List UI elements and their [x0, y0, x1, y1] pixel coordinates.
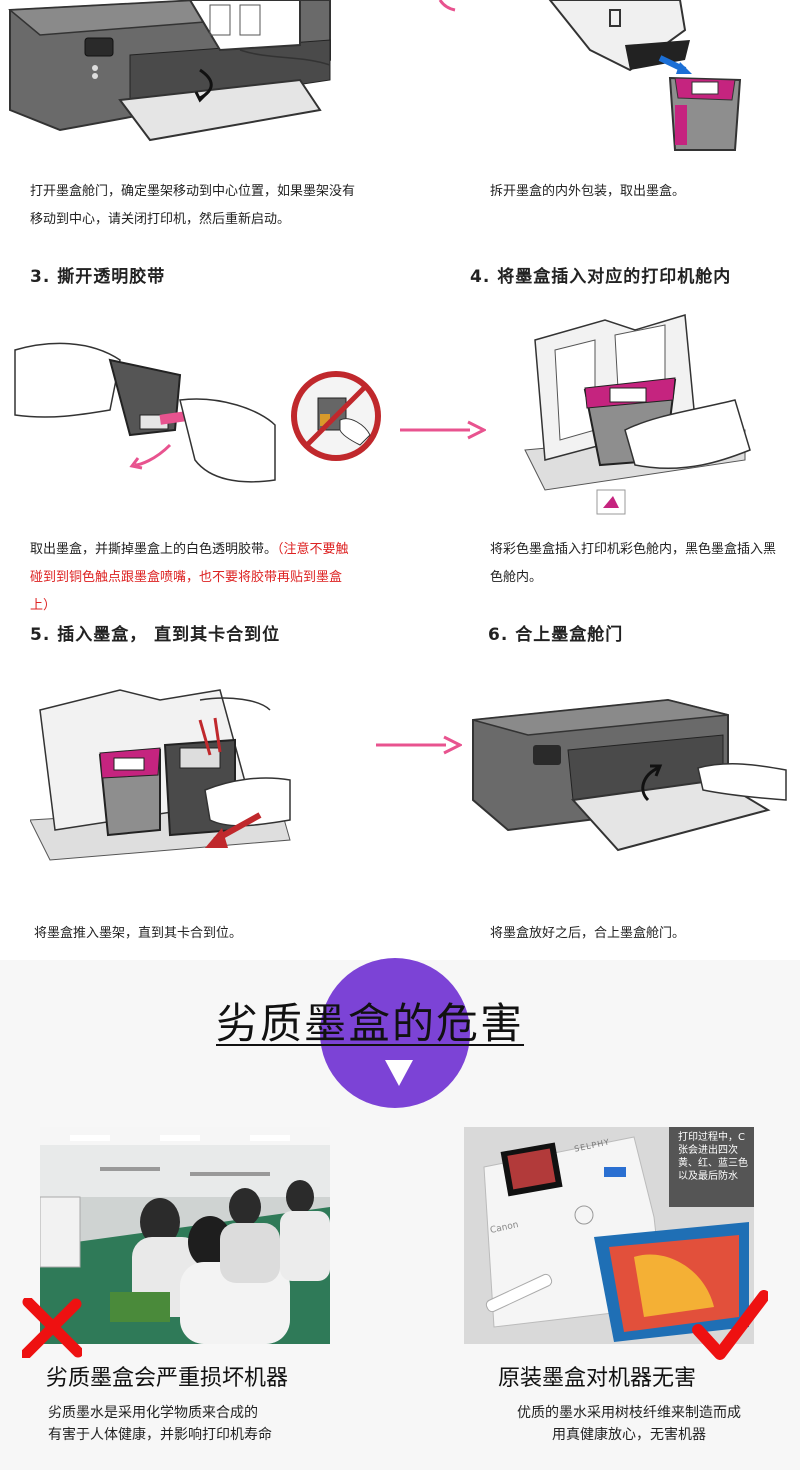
step5-illustration [30, 680, 300, 870]
step4-illustration [515, 300, 755, 520]
right-arrow-icon [376, 735, 462, 755]
bad-desc-line1: 劣质墨水是采用化学物质来合成的 [48, 1405, 258, 1421]
step5-caption: 将墨盒推入墨架，直到其卡合到位。 [34, 926, 243, 941]
bad-desc-line2: 有害于人体健康，并影响打印机寿命 [48, 1427, 272, 1443]
bad-description: 劣质墨水是采用化学物质来合成的 有害于人体健康，并影响打印机寿命 [48, 1402, 348, 1446]
good-description: 优质的墨水采用树枝纤维来制造而成 用真健康放心，无害机器 [474, 1402, 784, 1446]
comparison-title: 劣质墨盒的危害 [216, 999, 525, 1048]
good-cartridge-photo: 打印过程中，C 张会进出四次 黄、红、蓝三色 以及最后防水 Canon SELP… [464, 1127, 754, 1344]
step3-caption: 取出墨盒，并撕掉墨盒上的白色透明胶带。（注意不要触碰到到铜色触点跟墨盒喷嘴，也不… [30, 536, 360, 620]
step3-caption-main: 取出墨盒，并撕掉墨盒上的白色透明胶带。 [30, 542, 278, 557]
good-desc-line2: 用真健康放心，无害机器 [552, 1427, 706, 1443]
step6-illustration [468, 690, 788, 860]
purple-circle [320, 958, 470, 1108]
step2-caption: 拆开墨盒的内外包装，取出墨盒。 [490, 184, 686, 199]
red-x-icon [22, 1298, 82, 1358]
step5-title: 5. 插入墨盒， 直到其卡合到位 [30, 625, 281, 645]
step1-illustration [0, 0, 360, 170]
step1-caption: 打开墨盒舱门，确定墨架移动到中心位置，如果墨架没有移动到中心，请关闭打印机，然后… [30, 184, 356, 227]
red-check-icon [692, 1290, 768, 1364]
step4-caption: 将彩色墨盒插入打印机彩色舱内，黑色墨盒插入黑色舱内。 [490, 542, 777, 585]
good-desc-line1: 优质的墨水采用树枝纤维来制造而成 [517, 1405, 741, 1421]
step6-title: 6. 合上墨盒舱门 [488, 625, 624, 645]
step4-title: 4. 将墨盒插入对应的打印机舱内 [470, 267, 732, 287]
bad-cartridge-photo [40, 1127, 330, 1344]
photo-overlay-text: 打印过程中，C 张会进出四次 黄、红、蓝三色 以及最后防水 [678, 1132, 748, 1182]
bad-heading: 劣质墨盒会严重损坏机器 [46, 1366, 289, 1391]
good-heading: 原装墨盒对机器无害 [498, 1366, 697, 1391]
step3-illustration [10, 320, 280, 500]
prohibited-sign-icon [290, 370, 382, 462]
step3-caption-warning: （注意不要触碰到到铜色触点跟墨盒喷嘴，也不要将胶带再贴到墨盒上） [30, 542, 349, 613]
right-arrow-icon [400, 420, 486, 440]
step2-illustration [430, 0, 760, 160]
step6-caption: 将墨盒放好之后，合上墨盒舱门。 [490, 926, 686, 941]
step3-title: 3. 撕开透明胶带 [30, 267, 166, 287]
triangle-down-icon [385, 1060, 413, 1086]
